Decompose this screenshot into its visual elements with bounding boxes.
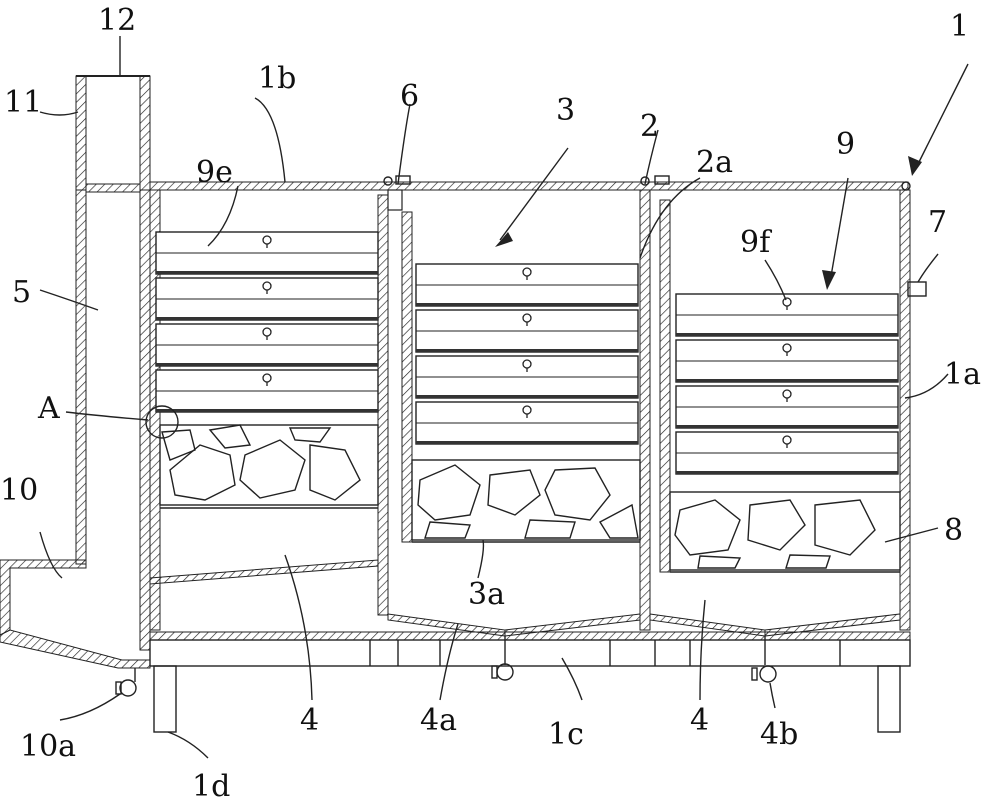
drain-valve-10a	[115, 668, 137, 697]
label-10: 10	[0, 473, 38, 508]
label-4-left: 4	[300, 703, 319, 738]
detail-marker-A	[145, 405, 179, 439]
label-6: 6	[400, 79, 419, 114]
drying-tray	[675, 385, 899, 429]
chimney	[75, 75, 151, 191]
label-10a: 10a	[20, 729, 76, 764]
label-A: A	[37, 391, 60, 426]
base-frame	[149, 639, 911, 733]
drain-valve-4b	[751, 636, 777, 683]
label-12: 12	[98, 3, 136, 38]
label-11: 11	[4, 85, 42, 120]
top-plate	[149, 175, 911, 191]
drying-tray	[415, 309, 639, 353]
label-4a: 4a	[420, 703, 457, 738]
drying-tray	[675, 293, 899, 337]
air-duct-walls	[0, 183, 151, 669]
drying-tray	[675, 339, 899, 383]
label-1a: 1a	[944, 357, 981, 392]
drying-tray	[415, 401, 639, 445]
label-2a: 2a	[696, 145, 733, 180]
tray-stack-middle	[415, 263, 639, 445]
tray-stack-right	[675, 293, 899, 475]
label-8: 8	[944, 513, 963, 548]
label-9f: 9f	[740, 225, 772, 260]
chamber-walls	[149, 189, 927, 631]
label-5: 5	[12, 275, 31, 310]
label-1c: 1c	[548, 717, 584, 752]
label-9: 9	[836, 127, 855, 162]
label-3: 3	[556, 93, 575, 128]
label-1: 1	[950, 9, 969, 44]
drain-valve-4a	[491, 636, 514, 681]
label-1b: 1b	[258, 61, 296, 96]
drying-tray	[155, 369, 379, 413]
label-4-right: 4	[690, 703, 709, 738]
label-1d: 1d	[192, 769, 230, 804]
label-9e: 9e	[196, 155, 233, 190]
drying-tray	[155, 277, 379, 321]
label-4b: 4b	[760, 717, 798, 752]
stone-fill-left	[159, 424, 379, 506]
drying-tray	[415, 355, 639, 399]
drying-tray	[415, 263, 639, 307]
drying-tray	[155, 231, 379, 275]
stone-fill-right	[669, 491, 901, 571]
drying-tray	[155, 323, 379, 367]
bottom-plates	[149, 541, 911, 641]
leader-lines	[39, 36, 969, 759]
label-3a: 3a	[468, 577, 505, 612]
label-7: 7	[928, 205, 947, 240]
stone-fill-middle	[411, 459, 641, 541]
drying-tray	[675, 431, 899, 475]
label-2: 2	[640, 109, 659, 144]
tray-stack-left	[155, 231, 379, 413]
reference-labels: 12 11 1b 6 3 2 2a 9 1 9e 9f 7 5 1a A 10 …	[0, 3, 981, 804]
